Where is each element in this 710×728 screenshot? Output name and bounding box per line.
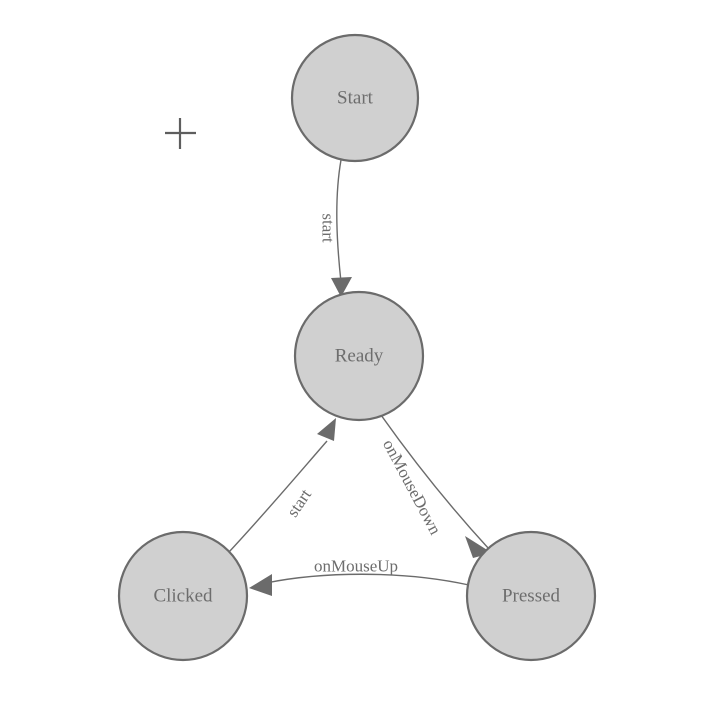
edge-clicked-to-ready[interactable]: start bbox=[228, 418, 336, 553]
state-node-ready[interactable]: Ready bbox=[293, 290, 425, 422]
edge-ready-to-pressed[interactable]: onMouseDown bbox=[379, 414, 492, 558]
edge-path-pressed-to-clicked bbox=[265, 573, 470, 586]
state-circle-ready[interactable] bbox=[293, 290, 425, 422]
edge-label-start-to-ready: start bbox=[319, 213, 338, 243]
arrowhead-clicked-to-ready bbox=[317, 418, 336, 441]
state-node-clicked[interactable]: Clicked bbox=[117, 530, 249, 662]
arrowhead-pressed-to-clicked bbox=[249, 574, 272, 596]
edge-path-clicked-to-ready bbox=[228, 440, 328, 553]
state-node-start[interactable]: Start bbox=[290, 33, 420, 163]
crosshair-icon bbox=[165, 118, 196, 149]
state-label-start: Start bbox=[337, 88, 374, 109]
state-label-ready: Ready bbox=[335, 346, 384, 367]
state-circle-clicked[interactable] bbox=[117, 530, 249, 662]
state-circle-start[interactable] bbox=[290, 33, 420, 163]
edge-path-ready-to-pressed bbox=[380, 414, 490, 550]
edge-start-to-ready[interactable]: start bbox=[319, 159, 353, 297]
edge-pressed-to-clicked[interactable]: onMouseUp bbox=[249, 557, 470, 597]
edge-label-pressed-to-clicked: onMouseUp bbox=[314, 557, 398, 576]
state-label-pressed: Pressed bbox=[502, 586, 561, 607]
state-circle-pressed[interactable] bbox=[465, 530, 597, 662]
arrowhead-start-to-ready bbox=[331, 277, 352, 297]
state-label-clicked: Clicked bbox=[153, 586, 213, 607]
edge-label-clicked-to-ready: start bbox=[283, 485, 315, 520]
edge-path-start-to-ready bbox=[336, 159, 342, 283]
state-node-pressed[interactable]: Pressed bbox=[465, 530, 597, 662]
